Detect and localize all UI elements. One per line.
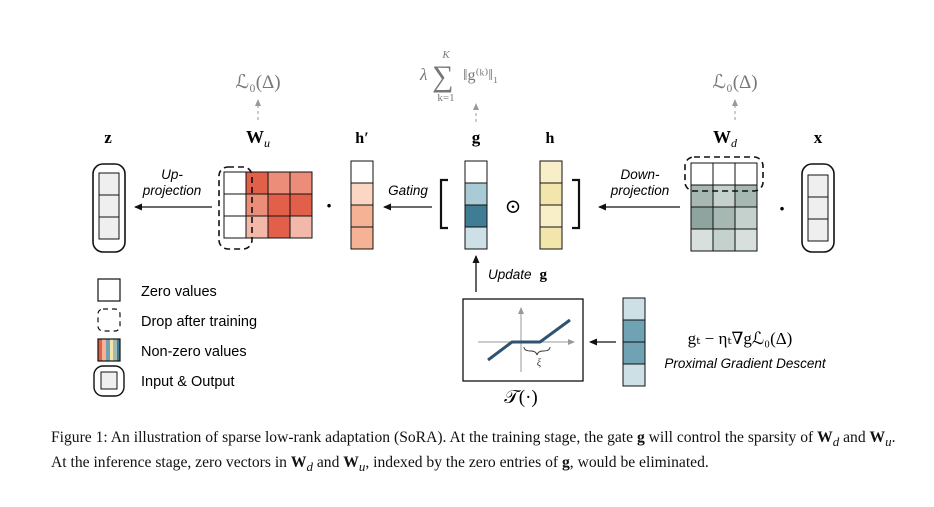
gate-vector-g [464,160,488,250]
label-h: h [546,130,555,147]
caption-text: An illustration of sparse low-rank adapt… [107,429,637,446]
left-bracket [439,178,448,230]
label-wd: Wd [713,127,738,150]
caption-wu: W [343,453,359,471]
legend-io-swatch [93,365,125,397]
matrix-wu [218,166,313,250]
label-h-prime: h′ [355,130,368,147]
dot-operator-right: · [778,196,785,221]
caption-figure-label: Figure 1: [51,429,108,446]
matrix-wd [684,156,764,252]
label-g: g [472,128,481,147]
xi-label: ξ [537,358,542,369]
gating-label: Gating [388,183,428,198]
up-projection-label-2: projection [142,183,202,198]
caption-text: . At the inference stage, zero vectors i… [51,429,896,471]
input-vector-x [801,163,835,253]
caption-wu: W [869,429,886,446]
lambda-symbol: λ [419,65,427,84]
label-x: x [814,128,823,147]
sum-upper-limit: K [441,49,450,61]
caption-g: g [561,453,570,471]
right-bracket [572,178,581,230]
loss-right-label: ℒ₀(Δ) [712,72,757,93]
caption-text: and [312,453,344,471]
sora-diagram: ℒ₀(Δ) ℒ₀(Δ) λ ∑ K k=1 ‖g⁽ᵏ⁾‖₁ z Wu h′ g … [92,49,835,408]
dot-operator-left: · [325,193,332,218]
caption-text: , indexed by the zero entries of [365,453,562,471]
legend-zero-label: Zero values [141,284,217,300]
caption-text: and [839,429,870,446]
figure-caption: Figure 1: An illustration of sparse low-… [51,428,896,477]
caption-wu-sub: u [885,434,892,450]
caption-text: , would be eliminated. [569,453,709,471]
legend-drop-swatch [97,308,121,332]
vector-h-prime [350,160,374,250]
wu-drop-region [218,166,253,250]
caption-g: g [636,429,645,446]
up-projection-label-1: Up- [161,167,183,182]
threshold-label: 𝒯(·) [504,387,538,408]
loss-left-label: ℒ₀(Δ) [235,72,280,93]
caption-text: will control the sparsity of [644,429,818,446]
caption-wd: W [290,453,307,471]
output-vector-z [92,163,126,253]
down-projection-label-1: Down- [620,167,660,182]
vector-h [539,160,563,250]
caption-wd-sub: d [306,458,313,474]
wd-drop-region [684,156,764,192]
down-projection-label-2: projection [610,183,670,198]
group-norm: ‖g⁽ᵏ⁾‖₁ [463,67,498,84]
l1-regularization-term: λ ∑ K k=1 ‖g⁽ᵏ⁾‖₁ [419,49,498,104]
caption-wd: W [817,429,833,446]
caption-wd-sub: d [832,434,840,450]
label-z: z [104,128,112,147]
proximal-gradient-label: Proximal Gradient Descent [664,356,827,371]
gradient-formula: gₜ − ηₜ∇gℒ₀(Δ) [688,329,793,348]
legend-nonzero-swatch [97,338,121,362]
legend: Zero values Drop after training Non-zero… [93,278,257,397]
sum-lower-limit: k=1 [437,92,454,104]
gradient-vector [622,297,646,387]
legend-io-label: Input & Output [141,374,235,390]
legend-zero-swatch [97,278,121,302]
odot-operator: ⊙ [505,196,522,218]
label-wu: Wu [246,127,270,150]
legend-nonzero-label: Non-zero values [141,344,247,360]
sum-symbol: ∑ [432,60,453,93]
caption-wu-sub: u [358,458,366,474]
threshold-function-plot: ξ [462,298,584,382]
legend-drop-label: Drop after training [141,314,257,330]
